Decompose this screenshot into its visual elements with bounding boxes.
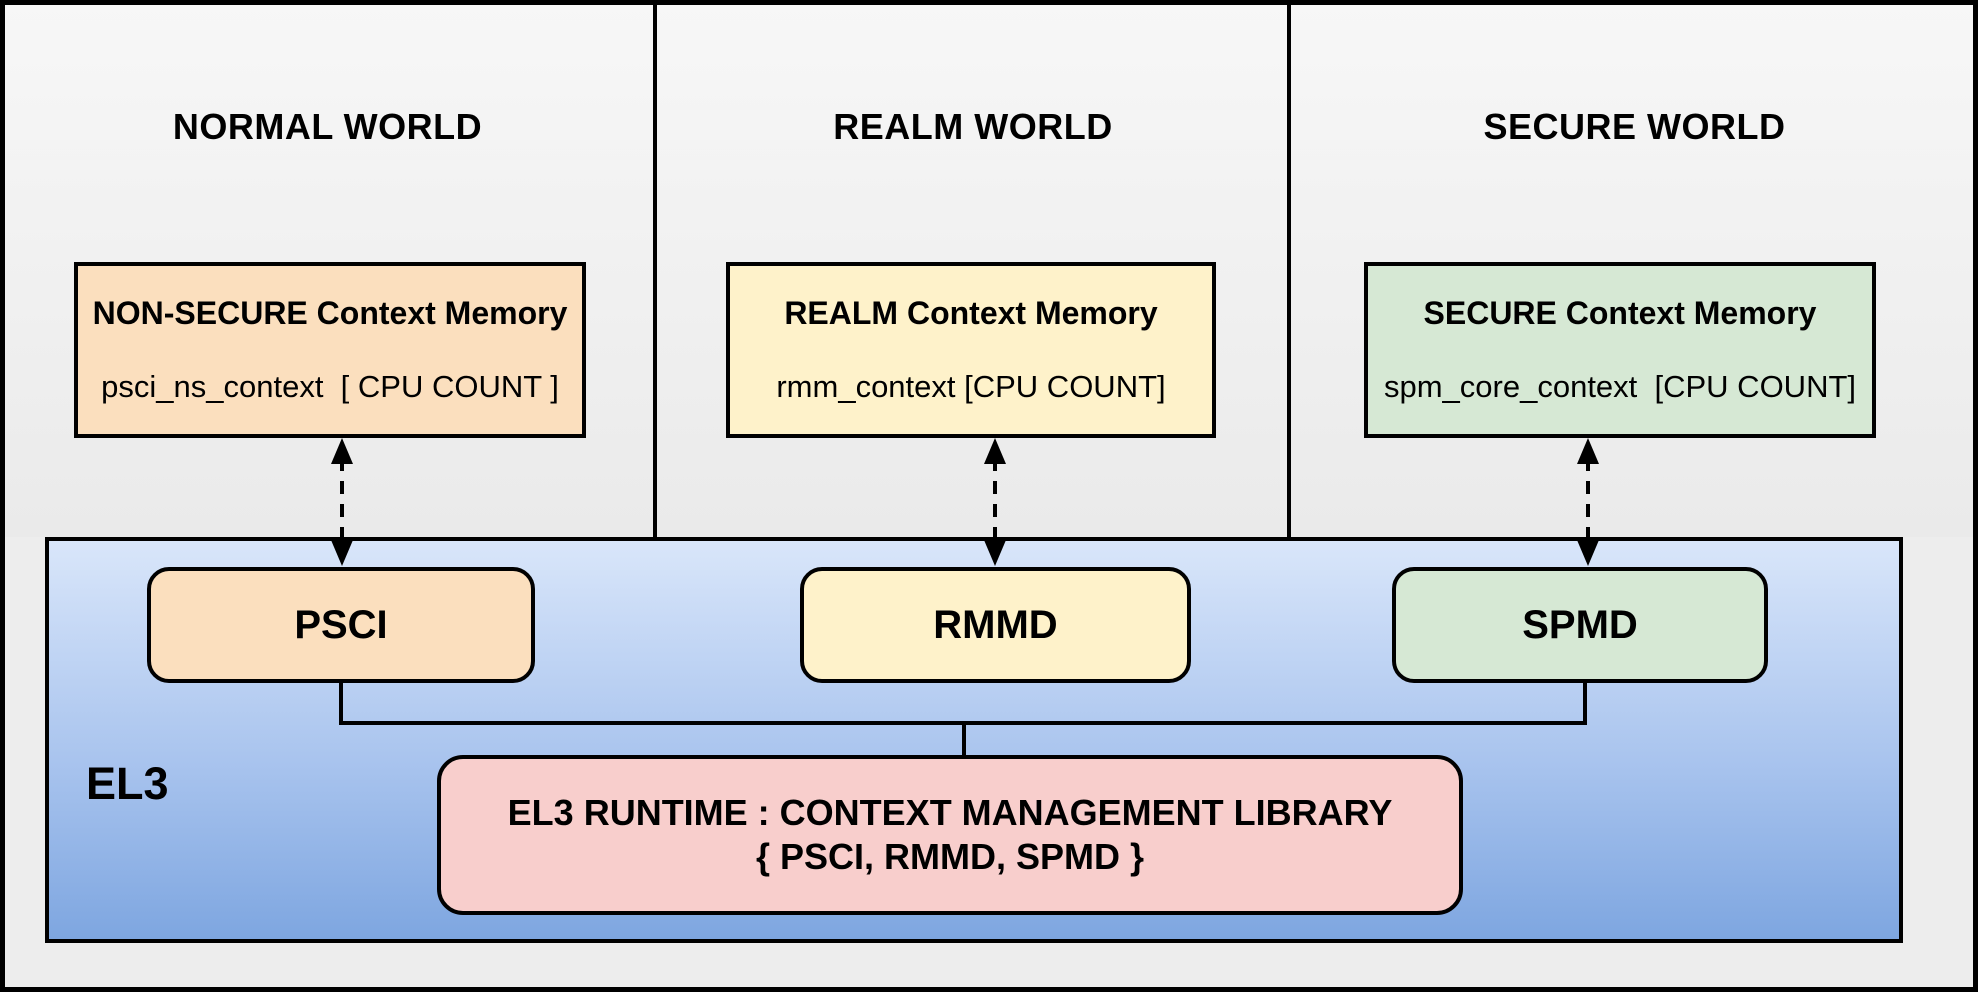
el3-runtime-library-title: EL3 RUNTIME : CONTEXT MANAGEMENT LIBRARY (507, 792, 1393, 833)
dashed-line (340, 458, 344, 546)
arrowhead-down-icon (331, 540, 353, 566)
el3-label: EL3 (86, 758, 169, 809)
dashed-line (993, 458, 997, 546)
world-divider-realm-secure (1287, 0, 1291, 537)
realm-context-memory-detail: rmm_context [CPU COUNT] (776, 369, 1166, 404)
arrowhead-up-icon (1577, 438, 1599, 464)
non-secure-psci-dashed-arrow (331, 438, 353, 566)
secure-spmd-dashed-arrow (1577, 438, 1599, 566)
secure-context-memory-title: SECURE Context Memory (1423, 295, 1817, 331)
el3-runtime-library-box: EL3 RUNTIME : CONTEXT MANAGEMENT LIBRARY… (437, 755, 1463, 915)
spmd-connector-stub (1583, 681, 1587, 725)
runtime-connector-drop (962, 723, 966, 757)
secure-context-memory-box: SECURE Context Memory spm_core_context [… (1364, 262, 1876, 438)
arrowhead-up-icon (331, 438, 353, 464)
realm-rmmd-dashed-arrow (984, 438, 1006, 566)
realm-world-title: REALM WORLD (833, 106, 1113, 147)
el3-runtime-library-members: { PSCI, RMMD, SPMD } (755, 836, 1145, 877)
arrowhead-down-icon (1577, 540, 1599, 566)
realm-context-memory-box: REALM Context Memory rmm_context [CPU CO… (726, 262, 1216, 438)
world-divider-normal-realm (653, 0, 657, 537)
realm-context-memory-title: REALM Context Memory (784, 295, 1158, 331)
non-secure-context-memory-title: NON-SECURE Context Memory (92, 295, 568, 331)
spmd-module-box: SPMD (1392, 567, 1768, 683)
non-secure-context-memory-box: NON-SECURE Context Memory psci_ns_contex… (74, 262, 586, 438)
psci-connector-stub (339, 681, 343, 725)
arrowhead-down-icon (984, 540, 1006, 566)
rmmd-module-box: RMMD (800, 567, 1191, 683)
non-secure-context-memory-detail: psci_ns_context [ CPU COUNT ] (101, 369, 559, 404)
secure-world-title: SECURE WORLD (1483, 106, 1786, 147)
psci-module-box: PSCI (147, 567, 535, 683)
dashed-line (1586, 458, 1590, 546)
normal-world-title: NORMAL WORLD (172, 106, 483, 147)
secure-context-memory-detail: spm_core_context [CPU COUNT] (1383, 369, 1857, 404)
arrowhead-up-icon (984, 438, 1006, 464)
